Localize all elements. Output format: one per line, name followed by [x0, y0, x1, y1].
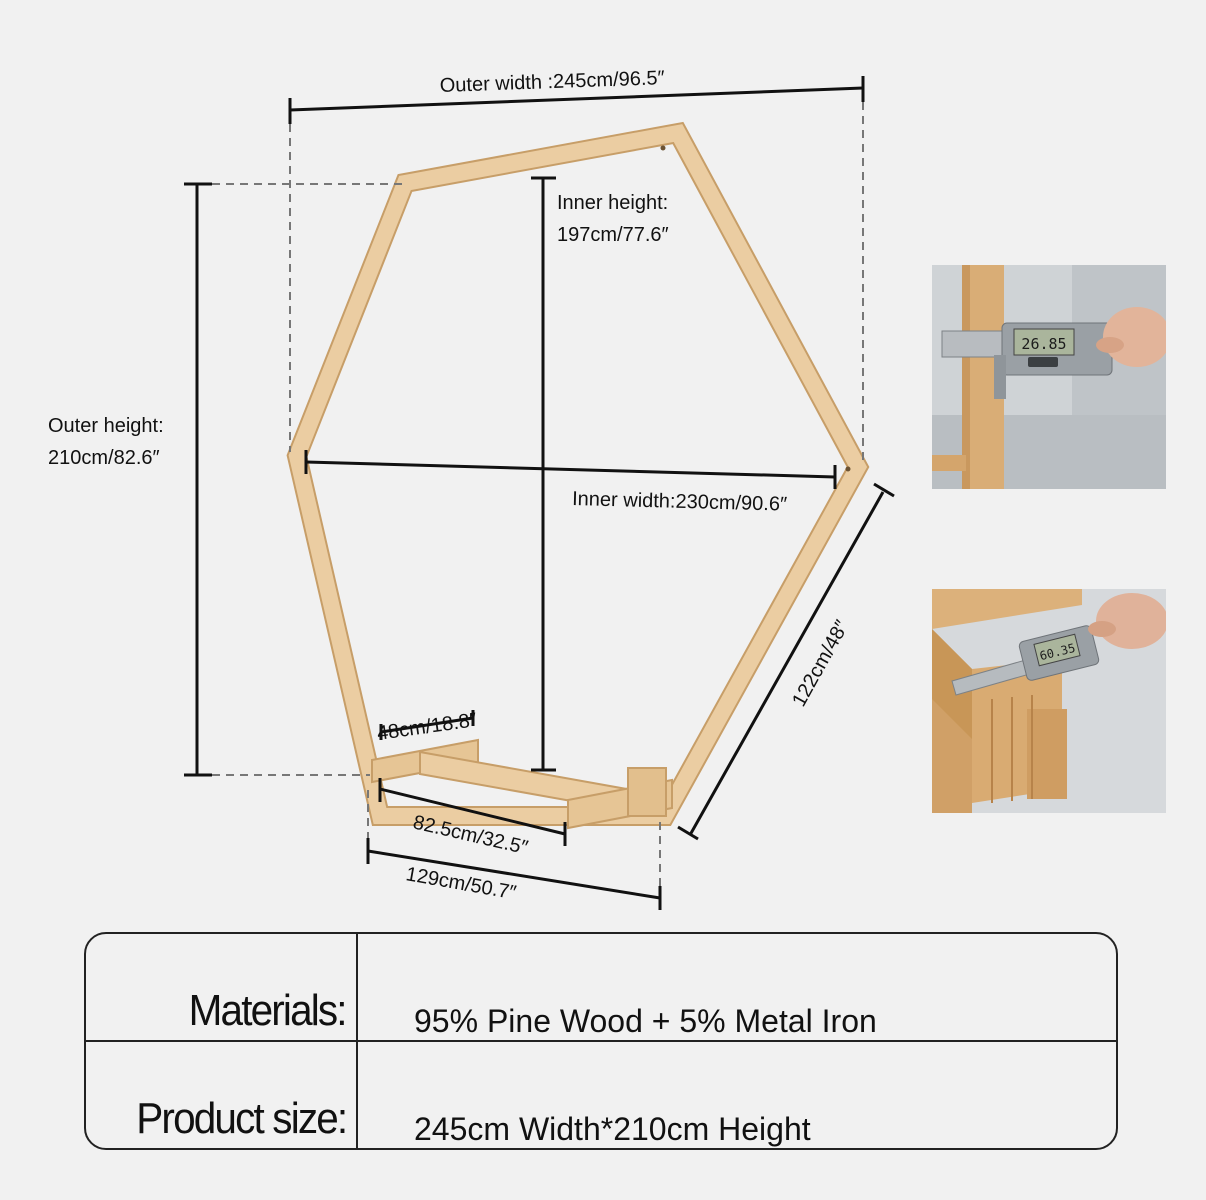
- column-divider: [356, 934, 358, 1040]
- materials-label: Materials:: [188, 986, 348, 1035]
- side-length-label: 122cm/48″: [788, 617, 853, 711]
- hand: [1103, 307, 1166, 367]
- outer-height-label-line2: 210cm/82.6″: [48, 447, 160, 469]
- base-outer-label: 129cm/50.7″: [404, 863, 518, 904]
- wooden-hexagon-frame: [286, 121, 870, 830]
- digital-caliper: 26.85: [941, 322, 1113, 399]
- column-divider: [356, 1040, 358, 1148]
- dimension-lines: [184, 76, 895, 910]
- caliper-photo-post: 26.85: [932, 265, 1166, 489]
- caliper-photo-base: 60.35: [932, 589, 1166, 813]
- spec-row-materials: Materials: 95% Pine Wood + 5% Metal Iron: [86, 934, 1116, 1042]
- wood-beam-top: [932, 589, 1082, 629]
- dashed-guides: [212, 102, 864, 886]
- inner-height-label-line1: Inner height:: [557, 192, 668, 214]
- hand: [1096, 593, 1166, 649]
- outer-width-label: Outer width :245cm/96.5″: [439, 67, 665, 97]
- inner-height-label-line2: 197cm/77.6″: [557, 224, 669, 246]
- caliper-reading: 26.85: [1021, 335, 1066, 353]
- spec-table: Materials: 95% Pine Wood + 5% Metal Iron…: [84, 932, 1118, 1150]
- outer-height-label-line1: Outer height:: [48, 415, 164, 437]
- hexagon-arch-diagram: Outer width :245cm/96.5″ Inner height: 1…: [48, 67, 895, 910]
- foot-width-label: 48cm/18.8″: [376, 709, 479, 745]
- product-size-value: 245cm Width*210cm Height: [414, 1111, 811, 1147]
- right-post-block: [627, 767, 667, 817]
- spec-row-product-size: Product size: 245cm Width*210cm Height: [86, 1040, 1116, 1148]
- inner-width-label: Inner width:230cm/90.6″: [572, 488, 787, 516]
- digital-caliper: 60.35: [951, 625, 1100, 696]
- materials-value: 95% Pine Wood + 5% Metal Iron: [414, 1003, 877, 1039]
- product-size-label: Product size:: [135, 1094, 348, 1143]
